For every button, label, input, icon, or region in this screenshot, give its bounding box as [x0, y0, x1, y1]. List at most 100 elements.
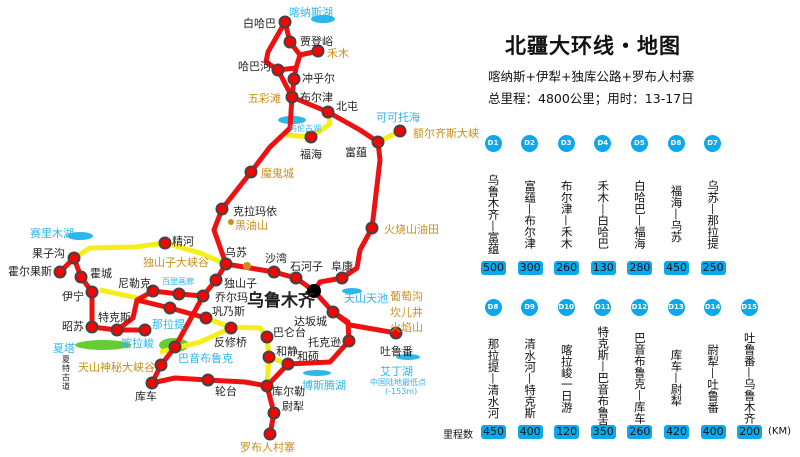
- map-label: 中国陆地最低点: [370, 377, 426, 387]
- station-marker[interactable]: [67, 251, 81, 265]
- lake-shape: [342, 288, 362, 294]
- station-marker[interactable]: [53, 265, 67, 279]
- station-marker[interactable]: [289, 271, 303, 285]
- station-marker[interactable]: [74, 270, 88, 284]
- day-badge: D10: [557, 299, 575, 316]
- station-marker[interactable]: [110, 323, 124, 337]
- station-marker[interactable]: [335, 271, 349, 285]
- station-marker[interactable]: [244, 165, 258, 179]
- station-marker[interactable]: [145, 376, 159, 390]
- station-marker[interactable]: [371, 135, 385, 149]
- station-marker[interactable]: [209, 273, 223, 287]
- map-label: 霍城: [90, 267, 112, 280]
- map-label: 达坂城: [294, 315, 327, 328]
- distance-badge: 420: [664, 425, 689, 439]
- page-title: 北疆大环线・地图: [505, 34, 681, 58]
- day-route: 尉犁—吐鲁番: [706, 343, 721, 413]
- station-marker[interactable]: [196, 289, 210, 303]
- day-route: 富蕴—布尔津: [523, 179, 538, 249]
- day-column: D11 特克斯—巴音布鲁克: [587, 299, 619, 433]
- station-marker[interactable]: [172, 287, 186, 301]
- distance-label: 里程数: [443, 430, 473, 441]
- station-marker[interactable]: [158, 236, 172, 250]
- map-label: 库车: [135, 389, 157, 403]
- day-badge: D4: [594, 135, 612, 152]
- station-marker[interactable]: [285, 90, 299, 104]
- station-marker[interactable]: [389, 326, 403, 340]
- station-marker[interactable]: [85, 320, 99, 334]
- day-route: 清水河—特克斯: [523, 337, 538, 419]
- map-label: 白哈巴: [243, 16, 276, 30]
- station-marker[interactable]: [154, 358, 168, 372]
- map-label: 和硕: [297, 350, 319, 363]
- station-marker[interactable]: [393, 124, 407, 138]
- station-marker[interactable]: [267, 265, 281, 279]
- station-marker[interactable]: [304, 130, 318, 144]
- day-route: 特克斯—巴音布鲁克: [596, 326, 611, 430]
- station-marker[interactable]: [260, 330, 274, 344]
- map-label: 石河子: [290, 260, 323, 273]
- station-marker[interactable]: [326, 305, 340, 319]
- map-label: 库尔勒: [272, 385, 305, 398]
- map-label: 魔鬼城: [261, 166, 294, 180]
- station-marker[interactable]: [287, 72, 301, 86]
- map-label: 哈巴河: [238, 60, 271, 73]
- map-label: 巩乃斯: [212, 305, 245, 318]
- station-marker[interactable]: [146, 284, 160, 298]
- station-marker[interactable]: [311, 44, 325, 58]
- station-marker[interactable]: [281, 357, 295, 371]
- station-marker[interactable]: [199, 311, 213, 325]
- station-marker[interactable]: [168, 340, 182, 354]
- day-route: 福海—乌苏: [669, 185, 684, 243]
- station-marker[interactable]: [201, 373, 215, 387]
- station-marker[interactable]: [219, 257, 233, 271]
- station-marker[interactable]: [342, 334, 356, 348]
- station-marker[interactable]: [267, 406, 281, 420]
- map-label: 冲乎尔: [302, 71, 335, 85]
- map-label: 乌鲁木齐: [247, 290, 316, 311]
- day-badge: D6: [667, 135, 685, 152]
- station-marker[interactable]: [283, 35, 297, 49]
- lake-shape: [396, 354, 420, 360]
- xiate-char: 特: [62, 363, 70, 373]
- station-marker[interactable]: [215, 202, 229, 216]
- map-label: 那拉提: [152, 317, 185, 331]
- day-route: 乌苏—那拉提: [706, 179, 721, 249]
- map-label: 富蕴: [345, 145, 367, 159]
- map-label: 布尔津: [300, 91, 333, 104]
- day-route: 乌鲁木齐—富蕴: [486, 173, 501, 255]
- station-marker[interactable]: [224, 321, 238, 335]
- urumqi-marker[interactable]: [307, 284, 321, 298]
- summary: 总里程：4800公里；用时：13-17日: [488, 91, 694, 106]
- unit-label: (KM): [768, 426, 791, 437]
- station-marker[interactable]: [262, 350, 276, 364]
- station-marker[interactable]: [263, 427, 277, 441]
- distance-badge: 250: [700, 261, 726, 275]
- map-label: 喀拉峻: [121, 336, 154, 350]
- station-marker[interactable]: [85, 285, 99, 299]
- distance-badge: 280: [627, 261, 653, 275]
- day-badge: D7: [704, 135, 722, 152]
- map-label: 和静: [276, 344, 298, 358]
- station-marker[interactable]: [365, 221, 379, 235]
- map-label: 独山子大峡谷: [143, 255, 209, 269]
- station-marker[interactable]: [163, 301, 177, 315]
- lake-shape: [303, 370, 331, 376]
- station-marker[interactable]: [278, 15, 292, 29]
- map-label: 阜康: [331, 259, 353, 273]
- station-marker[interactable]: [271, 63, 285, 77]
- map-label: 罗布人村寨: [240, 440, 295, 454]
- map-label: 克拉玛依: [233, 204, 277, 218]
- distance-badge: 400: [700, 425, 726, 439]
- map-label: 尼勒克: [118, 277, 151, 290]
- station-marker[interactable]: [260, 379, 274, 393]
- station-marker[interactable]: [138, 323, 152, 337]
- station-marker[interactable]: [321, 105, 335, 119]
- day-badge: D11: [594, 299, 612, 316]
- distance-badge: 200: [737, 425, 763, 439]
